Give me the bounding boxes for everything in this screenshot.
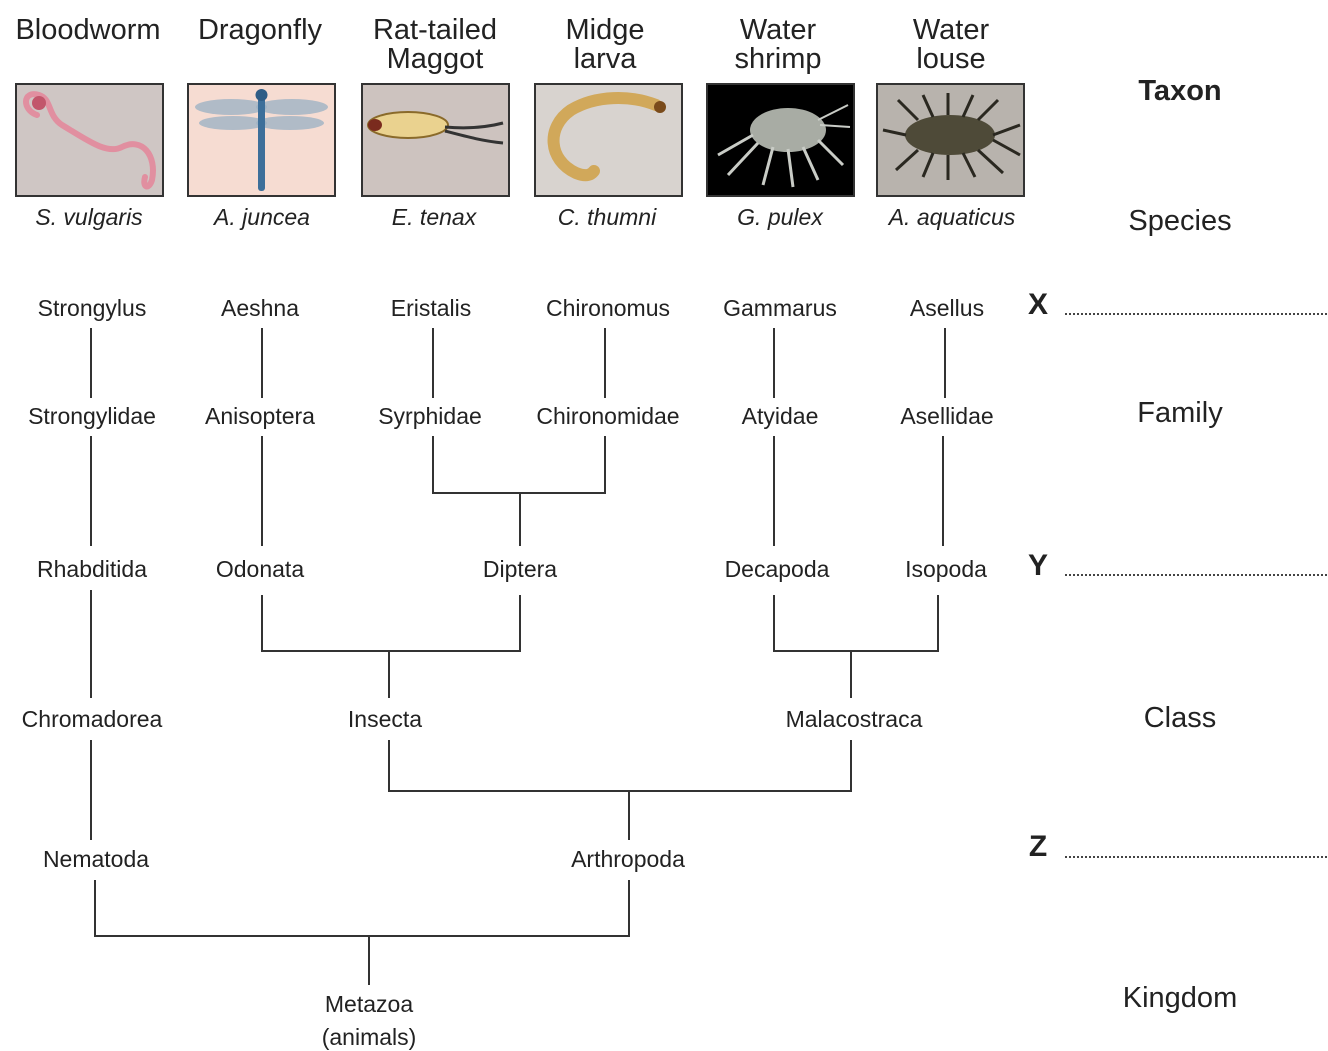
family-chironomidae: Chironomidae — [536, 403, 679, 430]
class-malacostraca: Malacostraca — [786, 706, 923, 733]
order-isopoda: Isopoda — [905, 556, 987, 583]
phylum-nematoda: Nematoda — [43, 846, 149, 873]
family-asellidae: Asellidae — [900, 403, 993, 430]
family-syrphidae: Syrphidae — [378, 403, 482, 430]
genus-chironomus: Chironomus — [546, 295, 670, 322]
order-rhabditida: Rhabditida — [37, 556, 147, 583]
family-anisoptera: Anisoptera — [205, 403, 315, 430]
class-insecta: Insecta — [348, 706, 422, 733]
genus-eristalis: Eristalis — [391, 295, 472, 322]
genus-strongylus: Strongylus — [38, 295, 147, 322]
kingdom-metazoa-note: (animals) — [322, 1024, 417, 1051]
order-decapoda: Decapoda — [725, 556, 830, 583]
phylum-arthropoda: Arthropoda — [571, 846, 685, 873]
genus-asellus: Asellus — [910, 295, 984, 322]
family-atyidae: Atyidae — [742, 403, 819, 430]
family-strongylidae: Strongylidae — [28, 403, 156, 430]
genus-aeshna: Aeshna — [221, 295, 299, 322]
order-diptera: Diptera — [483, 556, 557, 583]
genus-gammarus: Gammarus — [723, 295, 837, 322]
class-chromadorea: Chromadorea — [22, 706, 163, 733]
kingdom-metazoa: Metazoa — [325, 991, 413, 1018]
order-odonata: Odonata — [216, 556, 304, 583]
